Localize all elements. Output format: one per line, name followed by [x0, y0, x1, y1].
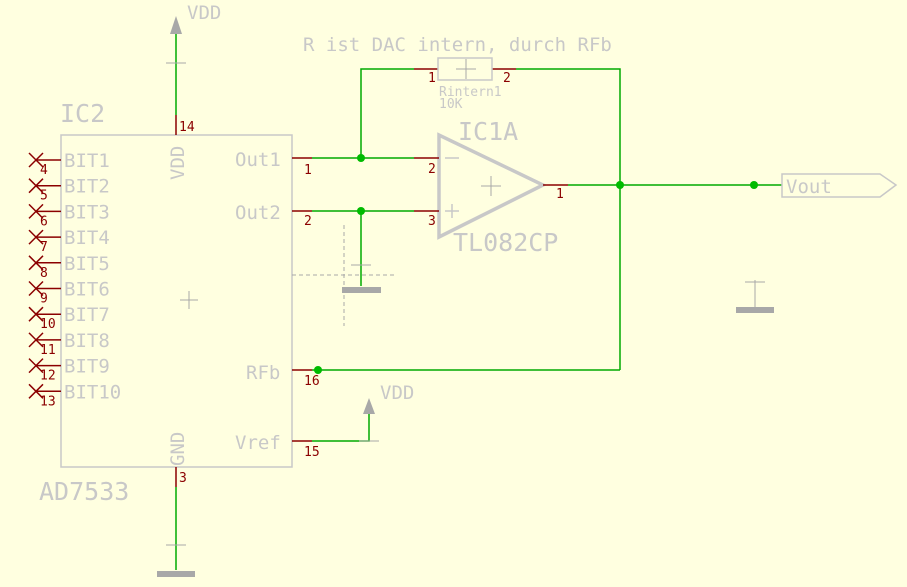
no-connect-icon — [28, 383, 44, 399]
wire-resistor-right — [516, 68, 621, 370]
ic2-value: AD7533 — [39, 477, 129, 506]
resistor-pin2-number: 2 — [503, 71, 511, 86]
no-connect-icon — [28, 358, 44, 374]
ic2-bit-pin[interactable]: 6 BIT3 — [28, 201, 110, 229]
ic2-out1-label: Out1 — [235, 149, 281, 171]
ic2-out2-label: Out2 — [235, 202, 281, 224]
opamp-ic1a[interactable]: IC1A TL082CP 2 3 1 — [414, 117, 568, 257]
ic2-gnd-pin-label: GND — [167, 432, 189, 466]
ic2-gnd-pin-number: 3 — [179, 471, 187, 486]
junction-rfb — [314, 366, 322, 374]
ic2-out2-number: 2 — [304, 214, 312, 229]
ic2-bit-pin[interactable]: 12 BIT9 — [28, 356, 110, 384]
ic2-bit-pin-label: BIT4 — [64, 227, 110, 249]
no-connect-icon — [28, 229, 44, 245]
ic2-bit-pin[interactable]: 11 BIT8 — [28, 330, 110, 358]
ic2-bit-pin-number: 8 — [40, 266, 48, 281]
opamp-origin-cross — [481, 176, 501, 196]
vdd-supply-top[interactable]: VDD — [166, 2, 221, 64]
opamp-noninv-number: 3 — [428, 214, 436, 229]
ic2-bit-pin-label: BIT5 — [64, 253, 110, 275]
no-connect-icon — [28, 280, 44, 297]
ic2-name: IC2 — [60, 99, 105, 128]
opamp-value: TL082CP — [453, 228, 558, 257]
resistor-body — [437, 57, 493, 81]
ic2-rfb-label: RFb — [246, 362, 280, 384]
ic2-bit-pin-label: BIT2 — [64, 176, 110, 198]
ic2-bit-pin-number: 10 — [40, 317, 56, 332]
gnd-symbol-out2[interactable] — [292, 225, 394, 326]
junction-vout — [750, 181, 758, 189]
opamp-triangle — [437, 132, 547, 240]
ic2-bit-pin-number: 4 — [40, 163, 48, 178]
resistor-origin-cross — [456, 59, 476, 79]
ic2-bit-pin-number: 13 — [40, 394, 56, 409]
no-connect-icon — [28, 306, 44, 322]
resistor-value: 10K — [439, 97, 463, 112]
ic2-bit-pin[interactable]: 13 BIT10 — [28, 381, 121, 409]
ic2-bit-pin-number: 9 — [40, 292, 48, 307]
wire-vref — [312, 414, 370, 442]
junctions — [314, 154, 758, 374]
ic2-bit-pin-number: 12 — [40, 369, 56, 384]
ic2-bit-pin-label: BIT1 — [64, 150, 110, 172]
junction-output — [616, 181, 624, 189]
no-connect-icon — [28, 178, 44, 194]
vdd-arrow-vref — [363, 398, 375, 414]
wires — [175, 34, 782, 570]
wire-feedback-top — [360, 68, 414, 158]
ic2-bit-pin[interactable]: 7 BIT4 — [28, 227, 110, 255]
resistor-pin1-number: 1 — [428, 71, 436, 86]
ic2-out1-number: 1 — [304, 163, 312, 178]
ic2-bit-pin-label: BIT7 — [64, 304, 110, 326]
vdd-supply-vref[interactable]: VDD — [359, 382, 414, 442]
vout-net-label[interactable]: Vout — [781, 173, 898, 198]
vdd-top-label: VDD — [187, 2, 221, 24]
vout-label-text: Vout — [786, 176, 832, 198]
ic2-bit-pin[interactable]: 10 BIT7 — [28, 304, 110, 332]
ic2-bit-pin-label: BIT10 — [64, 381, 121, 403]
ic2-bit-pin-label: BIT3 — [64, 201, 110, 223]
resistor-rintern1[interactable]: 1 2 Rintern1 10K — [414, 57, 516, 112]
ic2-bit-pin-number: 7 — [40, 240, 48, 255]
ic2-bit-pin[interactable]: 5 BIT2 — [28, 176, 110, 204]
ic2-bit-pin[interactable]: 8 BIT5 — [28, 253, 110, 281]
ic2-vdd-pin-number: 14 — [179, 120, 195, 135]
ic2-origin-cross — [180, 291, 198, 309]
ic2-bit-pin-number: 6 — [40, 214, 48, 229]
ic2-bit-pin-label: BIT8 — [64, 330, 110, 352]
ic2-bit-pin-label: BIT9 — [64, 356, 110, 378]
no-connect-icon — [28, 255, 44, 271]
opamp-name: IC1A — [458, 117, 518, 146]
opamp-plus-sign — [445, 204, 459, 218]
gnd-symbol-ic2[interactable] — [157, 544, 195, 577]
ic2-bit-pin-number: 5 — [40, 189, 48, 204]
no-connect-icon — [28, 332, 44, 348]
ic2-vref-label: Vref — [235, 432, 281, 454]
ic2-bit-pin-number: 11 — [40, 343, 56, 358]
ic2-vref-number: 15 — [304, 445, 320, 460]
ic2-bit-pin[interactable]: 9 BIT6 — [28, 279, 110, 307]
ic2-bit-pin-label: BIT6 — [64, 279, 110, 301]
junction-out2 — [357, 207, 365, 215]
no-connect-icon — [28, 152, 44, 168]
vdd-arrow-top — [170, 16, 182, 34]
annotation-text: R ist DAC intern, durch RFb — [303, 34, 612, 56]
gnd-symbol-right[interactable] — [736, 280, 774, 313]
junction-out1 — [357, 154, 365, 162]
opamp-inv-number: 2 — [428, 162, 436, 177]
resistor-name: Rintern1 — [439, 85, 502, 100]
vout-label-shape — [781, 173, 898, 198]
opamp-out-number: 1 — [556, 187, 564, 202]
ic2-rfb-number: 16 — [304, 374, 320, 389]
vdd-vref-label: VDD — [380, 382, 414, 404]
no-connect-icon — [28, 203, 44, 219]
ic2-bit-pin[interactable]: 4 BIT1 — [28, 150, 110, 178]
ic2-vdd-pin-label: VDD — [167, 146, 189, 180]
